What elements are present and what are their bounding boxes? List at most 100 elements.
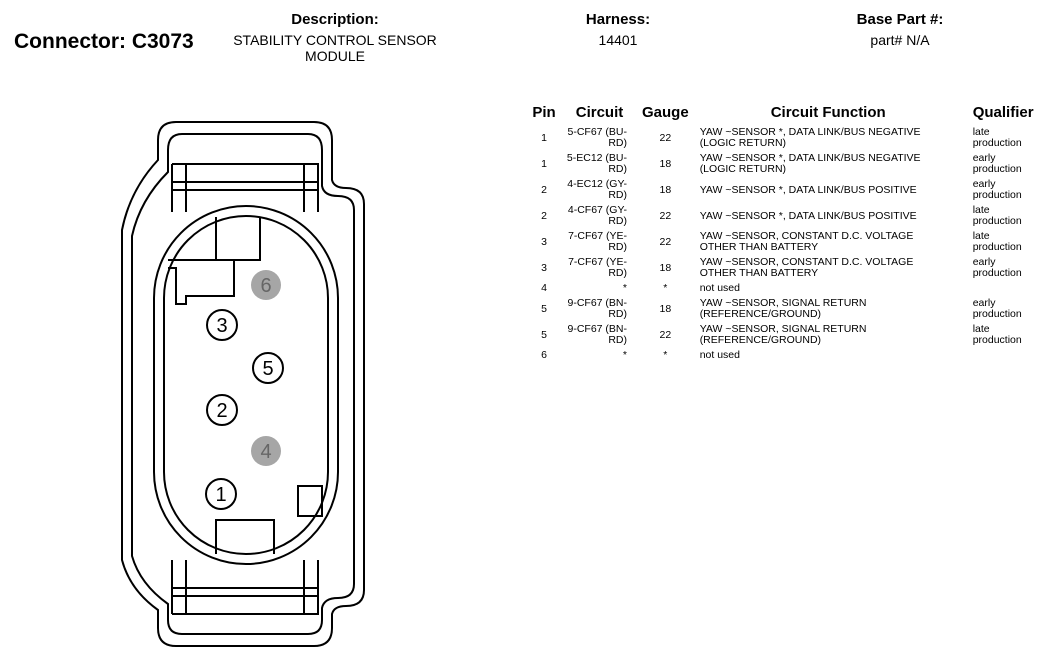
cell-gauge: * xyxy=(639,281,692,296)
cell-qualifier-line: early xyxy=(972,297,996,309)
cell-pin: 3 xyxy=(528,229,560,255)
cell-circuit-function-line: YAW ~SENSOR *, DATA LINK/BUS NEGATIVE xyxy=(699,126,921,138)
cavity-label: 5 xyxy=(262,358,273,380)
cell-pin: 5 xyxy=(528,296,560,322)
cell-gauge-line: 18 xyxy=(659,183,672,196)
cell-qualifier-line: production xyxy=(972,308,1022,320)
side-latch xyxy=(168,259,235,305)
cell-pin: 5 xyxy=(528,322,560,348)
cavity-4: 4 xyxy=(251,436,281,466)
cell-pin-line: 3 xyxy=(541,235,547,248)
cell-circuit-function-line: YAW ~SENSOR *, DATA LINK/BUS NEGATIVE xyxy=(699,152,921,164)
connector-title: Connector: C3073 xyxy=(14,30,194,53)
cell-gauge: 22 xyxy=(639,322,692,348)
cell-gauge-line: 22 xyxy=(659,235,672,248)
cell-qualifier-line: production xyxy=(972,241,1022,253)
cell-gauge-line: 18 xyxy=(659,157,672,170)
cavity-circle xyxy=(205,478,237,510)
pin-table-row: 5 9-CF67 (BN-RD) 18 YAW ~SENSOR, SIGNAL RET… xyxy=(528,296,1042,322)
cell-circuit-function-line: YAW ~SENSOR *, DATA LINK/BUS POSITIVE xyxy=(699,183,917,196)
pin-table-row: 4**not used xyxy=(528,281,1042,296)
connector-face-outer xyxy=(153,205,339,565)
cell-qualifier-line: production xyxy=(972,215,1022,227)
cavity-label: 3 xyxy=(216,315,227,337)
header-circuit: Circuit xyxy=(575,104,624,121)
cell-pin: 3 xyxy=(528,255,560,281)
base-part-value: part# N/A xyxy=(870,32,930,48)
cell-pin: 1 xyxy=(528,125,560,151)
cell-pin: 1 xyxy=(528,151,560,177)
cell-gauge-line: 22 xyxy=(659,131,672,144)
cell-circuit-function: YAW ~SENSOR *, DATA LINK/BUS NEGATIVE(LO… xyxy=(692,151,965,177)
cell-gauge: * xyxy=(639,348,692,363)
cell-circuit-function: not used xyxy=(692,348,965,363)
harness-value: 14401 xyxy=(598,32,638,48)
cell-gauge-line: * xyxy=(663,282,668,294)
cell-circuit-function: YAW ~SENSOR, SIGNAL RETURN(REFERENCE/GRO… xyxy=(692,296,965,322)
cell-circuit-line: 9-CF67 (BN- xyxy=(567,297,627,309)
cell-circuit: * xyxy=(560,348,639,363)
housing-outer-outline xyxy=(121,121,365,647)
cell-circuit-function-line: OTHER THAN BATTERY xyxy=(699,267,819,279)
cell-pin-line: 3 xyxy=(541,261,547,274)
cell-gauge: 22 xyxy=(639,125,692,151)
cell-circuit-function-line: YAW ~SENSOR *, DATA LINK/BUS POSITIVE xyxy=(699,209,917,222)
cell-circuit-function-line: YAW ~SENSOR, CONSTANT D.C. VOLTAGE xyxy=(699,230,914,242)
description-label: Description: xyxy=(291,11,379,28)
cell-pin: 2 xyxy=(528,177,560,203)
cell-circuit-line: 5-EC12 (BU- xyxy=(566,152,627,164)
cell-circuit-function-line: OTHER THAN BATTERY xyxy=(699,241,819,253)
pin-table: Pin Circuit Gauge Circuit Function Quali… xyxy=(528,104,1042,363)
cell-circuit-line: 9-CF67 (BN- xyxy=(567,323,627,335)
cell-gauge-line: 18 xyxy=(659,302,672,315)
cell-gauge-line: 18 xyxy=(659,261,672,274)
description-line-2: MODULE xyxy=(305,48,365,64)
cell-qualifier-line: production xyxy=(972,334,1022,346)
cell-qualifier-line: late xyxy=(972,126,990,138)
housing-inner-outline xyxy=(131,133,355,635)
description-line-1: STABILITY CONTROL SENSOR xyxy=(233,32,437,48)
cell-pin-line: 6 xyxy=(541,349,547,361)
cell-circuit-function: YAW ~SENSOR *, DATA LINK/BUS POSITIVE xyxy=(692,177,965,203)
cell-circuit-function-line: (LOGIC RETURN) xyxy=(699,163,787,175)
pin-table-header: Pin Circuit Gauge Circuit Function Quali… xyxy=(528,104,1042,125)
cell-circuit-line: * xyxy=(622,349,627,361)
cell-circuit-line: RD) xyxy=(608,137,627,149)
cell-circuit-function: YAW ~SENSOR *, DATA LINK/BUS POSITIVE xyxy=(692,203,965,229)
cell-circuit: 4-CF67 (GY-RD) xyxy=(560,203,639,229)
cell-pin-line: 5 xyxy=(541,302,547,315)
cavity-6: 6 xyxy=(251,270,281,300)
cell-gauge-line: 22 xyxy=(659,209,672,222)
cell-circuit-line: RD) xyxy=(608,308,627,320)
cell-qualifier-line: production xyxy=(972,267,1022,279)
cell-circuit: * xyxy=(560,281,639,296)
cell-pin-line: 5 xyxy=(541,328,547,341)
cell-gauge: 22 xyxy=(639,203,692,229)
cell-gauge: 18 xyxy=(639,255,692,281)
bottom-latch xyxy=(171,560,319,615)
cell-circuit: 7-CF67 (YE-RD) xyxy=(560,255,639,281)
side-notch xyxy=(297,485,323,517)
cell-pin-line: 1 xyxy=(541,131,547,144)
cell-circuit-function-line: YAW ~SENSOR, SIGNAL RETURN xyxy=(699,297,867,309)
cell-pin-line: 2 xyxy=(541,183,547,196)
cell-pin-line: 2 xyxy=(541,209,547,222)
cell-gauge: 18 xyxy=(639,151,692,177)
cell-circuit-line: RD) xyxy=(608,241,627,253)
cell-circuit-line: RD) xyxy=(608,334,627,346)
cell-qualifier-line: late xyxy=(972,204,990,216)
cell-circuit-function-line: (LOGIC RETURN) xyxy=(699,137,787,149)
pin-table-row: 2 4-CF67 (GY-RD) 22 YAW ~SENSOR *, DATA LIN… xyxy=(528,203,1042,229)
cell-circuit-line: 7-CF67 (YE- xyxy=(568,256,627,268)
pin-table-row: 1 5-EC12 (BU-RD) 18 YAW ~SENSOR *, DATA LIN… xyxy=(528,151,1042,177)
cavity-3: 3 xyxy=(206,309,238,341)
header-circuit-function: Circuit Function xyxy=(770,104,886,121)
cell-circuit-line: RD) xyxy=(608,163,627,175)
